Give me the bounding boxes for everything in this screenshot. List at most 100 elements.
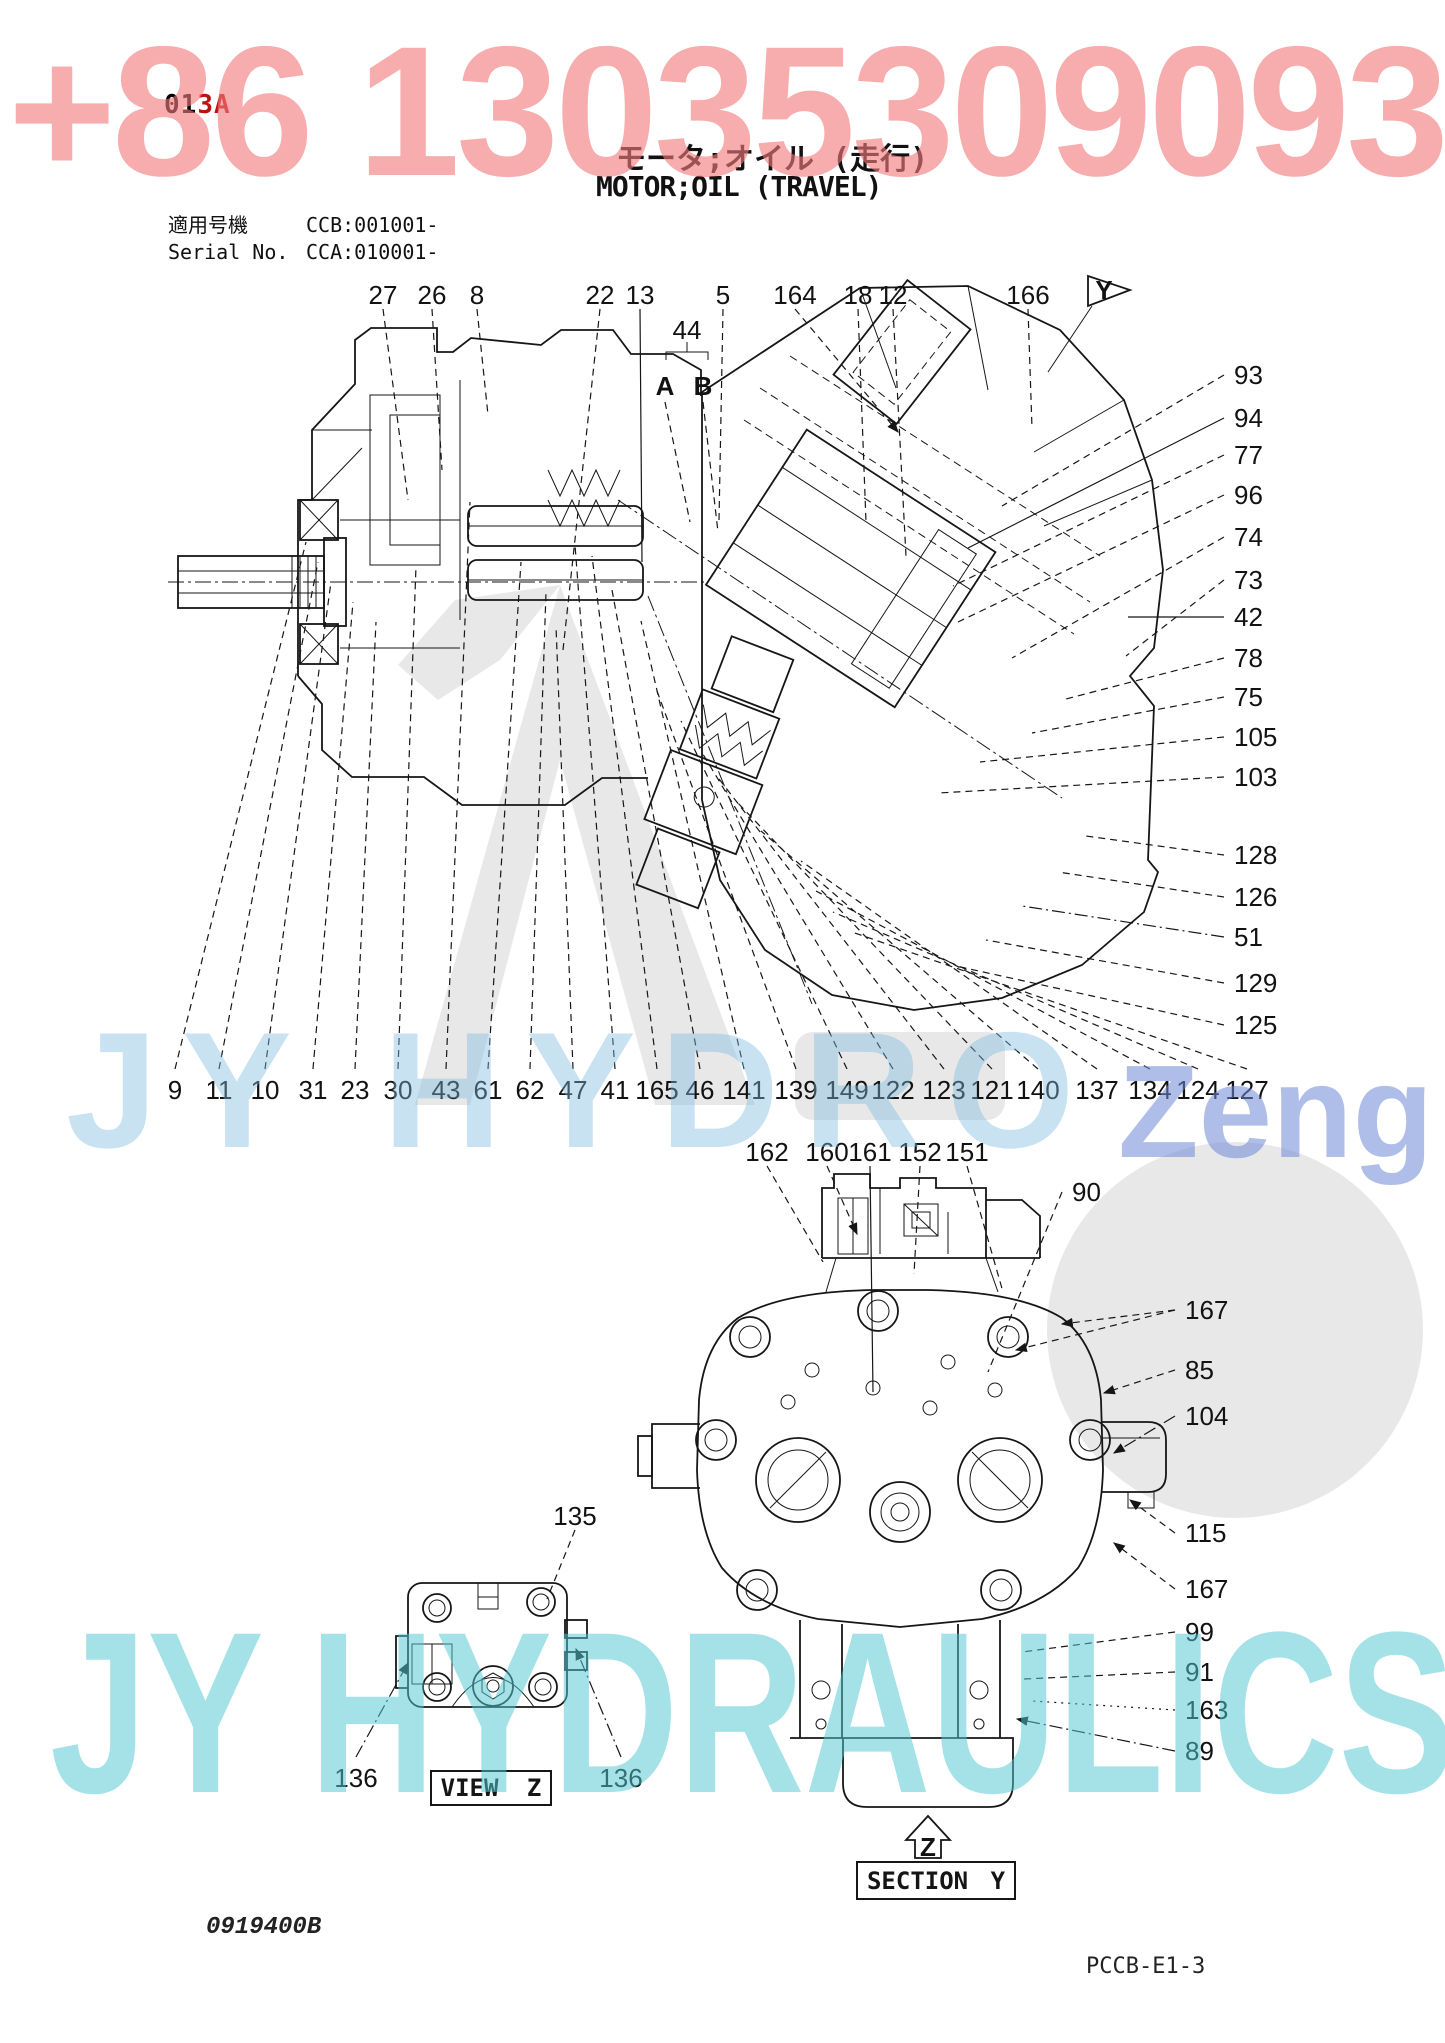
page-code: 013A [164, 90, 231, 120]
part-number-label: 125 [1234, 1010, 1277, 1040]
part-number-label: 141 [722, 1075, 765, 1105]
title-japanese: モータ;オイル (走行) [616, 142, 929, 177]
serial-row: Serial No.CCA:010001- [168, 239, 438, 266]
leader-line [851, 931, 1248, 1070]
applicable-label: 適用号機 [168, 213, 248, 237]
page-code-red: 3A [197, 90, 231, 120]
part-number-label: 160 [805, 1137, 848, 1167]
leader-line [718, 308, 724, 521]
part-number-label: B [694, 371, 713, 401]
leader-line [562, 308, 601, 651]
drawing-number: 0919400B [206, 1914, 322, 1941]
leader-line [354, 621, 377, 1070]
leader-line [937, 776, 1225, 794]
leader-line [1027, 308, 1033, 429]
part-number-label: 164 [773, 280, 816, 310]
part-number-label: 11 [206, 1075, 233, 1105]
view-z-drawing [395, 1582, 588, 1708]
part-number-label: 13 [626, 280, 655, 310]
part-number-label: 105 [1234, 722, 1277, 752]
part-number-label: 149 [825, 1075, 868, 1105]
leader-line [794, 308, 899, 433]
part-number-label: A [656, 371, 675, 401]
part-number-label: 104 [1185, 1401, 1228, 1431]
part-number-label: 30 [384, 1075, 413, 1105]
part-number-label: 51 [1234, 922, 1263, 952]
part-number-label: 46 [686, 1075, 715, 1105]
part-number-label: 126 [1234, 882, 1277, 912]
leader-line [700, 750, 894, 1070]
leader-line [218, 561, 319, 1070]
part-number-label: 165 [635, 1075, 678, 1105]
leader-line [529, 591, 547, 1070]
part-number-label: 23 [341, 1075, 370, 1105]
leader-line [611, 589, 701, 1070]
leader-line [1061, 657, 1225, 701]
part-number-label: 22 [586, 280, 615, 310]
leader-line [800, 860, 1098, 1070]
part-number-label: 9 [168, 1075, 182, 1105]
leader-line [1031, 1700, 1176, 1711]
part-number-label: 47 [559, 1075, 588, 1105]
part-number-label: 161 [848, 1137, 891, 1167]
section-y-caption: SECTION Y [856, 1861, 1016, 1900]
part-number-label: 123 [922, 1075, 965, 1105]
leader-line [575, 1647, 622, 1758]
bracket-44 [665, 342, 709, 360]
leader-line [957, 494, 1225, 623]
leader-line [892, 308, 907, 557]
part-number-label: 8 [470, 280, 484, 310]
part-number-label: 152 [898, 1137, 941, 1167]
leader-line [985, 939, 1225, 984]
part-number-label: 167 [1185, 1295, 1228, 1325]
leader-line [1125, 579, 1225, 657]
applicable-row: 適用号機 CCB:001001- [168, 212, 438, 239]
part-number-label: 89 [1185, 1736, 1214, 1766]
leader-line [1129, 1499, 1176, 1534]
leader-line [264, 581, 332, 1070]
leader-line [487, 561, 522, 1070]
z-arrow-letter: Z [920, 1832, 936, 1862]
leader-line [476, 308, 489, 416]
part-number-label: 167 [1185, 1574, 1228, 1604]
part-number-label: 77 [1234, 440, 1263, 470]
leader-line [869, 1165, 874, 1393]
part-number-label: 137 [1075, 1075, 1118, 1105]
leader-line [1001, 374, 1225, 507]
leader-line [574, 544, 616, 1070]
view-y-flag-letter: Y [1095, 275, 1112, 305]
title-english: MOTOR;OIL (TRAVEL) [596, 170, 882, 203]
leader-line [760, 830, 1039, 1070]
part-number-label: 166 [1006, 280, 1049, 310]
leader-line [1014, 1309, 1176, 1353]
part-number-label: 93 [1234, 360, 1263, 390]
part-number-label: 42 [1234, 602, 1263, 632]
part-number-label: 18 [844, 280, 873, 310]
part-number-label: 85 [1185, 1355, 1214, 1385]
leader-line [1060, 1309, 1176, 1328]
view-z-caption: VIEW Z [430, 1770, 552, 1806]
part-number-label: 75 [1234, 682, 1263, 712]
leader-line [555, 625, 574, 1070]
part-number-label: 26 [418, 280, 447, 310]
part-number-label: 136 [599, 1763, 642, 1793]
applicable-value: CCB:001001- [306, 213, 439, 237]
leader-line [766, 1165, 824, 1263]
leader-line [431, 308, 443, 471]
leader-line [967, 417, 1225, 549]
leader-line [979, 736, 1225, 763]
part-number-label: 121 [970, 1075, 1013, 1105]
part-number-label: 12 [879, 280, 908, 310]
leader-line [546, 1529, 576, 1600]
leader-line [591, 555, 658, 1070]
part-number-label: 41 [601, 1075, 630, 1105]
part-number-label: 162 [745, 1137, 788, 1167]
part-number-label: 73 [1234, 565, 1263, 595]
part-number-label: 96 [1234, 480, 1263, 510]
serial-value: CCA:010001- [306, 240, 439, 264]
part-number-label: 31 [299, 1075, 328, 1105]
leader-line [1023, 1671, 1176, 1680]
leader-line [382, 308, 409, 501]
part-number-label: 90 [1072, 1177, 1101, 1207]
part-number-label: 115 [1185, 1518, 1226, 1548]
